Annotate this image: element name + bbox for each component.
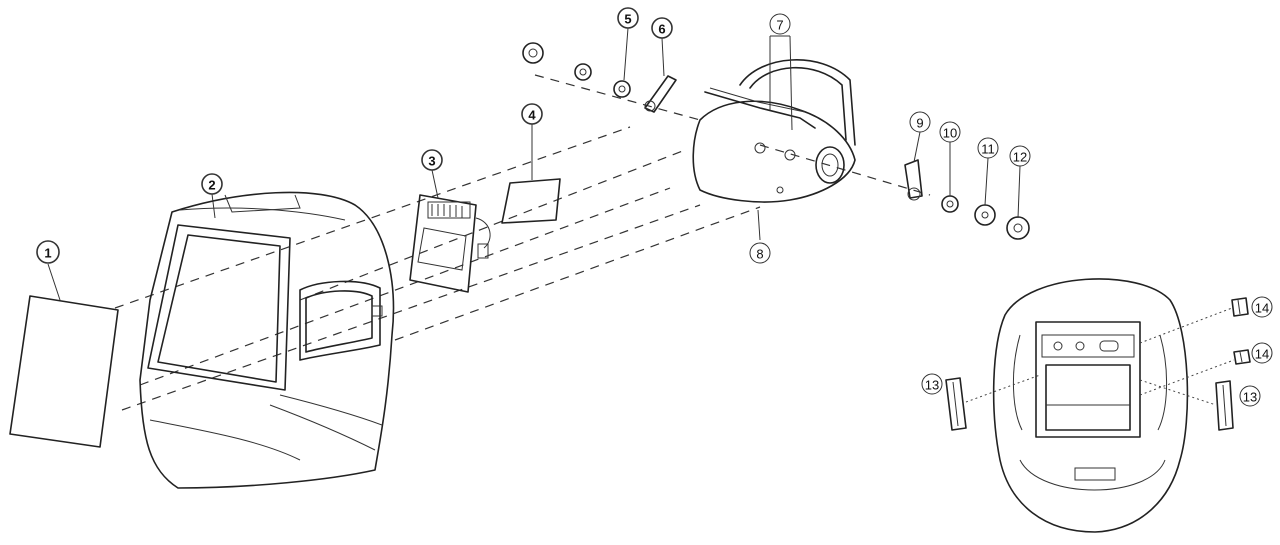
callout-14-upper-label: 14 (1255, 301, 1269, 316)
callout-13-left-label: 13 (925, 378, 939, 393)
right-nut (941, 195, 959, 213)
auto-darkening-filter (409, 194, 491, 293)
callout-9: 9 (909, 111, 931, 133)
helmet-shell (139, 191, 395, 489)
callout-7: 7 (769, 13, 791, 35)
callout-4: 4 (521, 103, 543, 125)
clip-upper (1231, 297, 1249, 317)
callout-8-label: 8 (756, 247, 763, 262)
side-bracket-left (945, 377, 967, 431)
callout-3: 3 (421, 149, 443, 171)
callout-2-label: 2 (208, 178, 215, 193)
callout-14-lower: 14 (1251, 342, 1273, 364)
callout-13-right: 13 (1239, 385, 1261, 407)
callout-14-lower-label: 14 (1255, 347, 1269, 362)
callout-6: 6 (651, 17, 673, 39)
left-adjustment-knob (522, 42, 544, 64)
inner-cover-lens (501, 178, 561, 224)
callout-4-label: 4 (528, 108, 536, 123)
callout-12: 12 (1009, 145, 1031, 167)
helmet-rear-view (992, 278, 1189, 533)
callout-5: 5 (617, 7, 639, 29)
headgear (692, 59, 856, 203)
callout-11: 11 (977, 137, 999, 159)
callout-8: 8 (749, 242, 771, 264)
callout-10: 10 (939, 121, 961, 143)
callouts: 1 2 3 4 5 6 7 8 (36, 7, 1273, 407)
callout-12-label: 12 (1013, 150, 1027, 165)
rear-leader-lines (965, 307, 1235, 406)
outer-cover-lens (9, 295, 119, 448)
left-lever-bracket (644, 75, 677, 113)
callout-7-label: 7 (776, 18, 783, 33)
callout-14-upper: 14 (1251, 296, 1273, 318)
callout-5-label: 5 (624, 12, 631, 27)
callout-6-label: 6 (658, 22, 665, 37)
callout-13-left: 13 (921, 373, 943, 395)
assembly-lines (114, 74, 931, 411)
callout-leaders (47, 27, 1021, 301)
left-nut (574, 63, 592, 81)
callout-9-label: 9 (916, 116, 923, 131)
callout-1-label: 1 (44, 246, 51, 261)
callout-11-label: 11 (981, 142, 995, 157)
callout-10-label: 10 (943, 126, 957, 141)
clip-lower (1233, 349, 1251, 365)
right-adjustment-knob (1006, 216, 1030, 240)
left-washer (613, 80, 631, 98)
side-bracket-right (1215, 380, 1234, 431)
callout-2: 2 (201, 173, 223, 195)
right-lever-bracket (904, 159, 923, 201)
callout-13-right-label: 13 (1243, 390, 1257, 405)
right-washer (974, 204, 996, 226)
callout-3-label: 3 (428, 154, 435, 169)
callout-1: 1 (36, 240, 60, 264)
